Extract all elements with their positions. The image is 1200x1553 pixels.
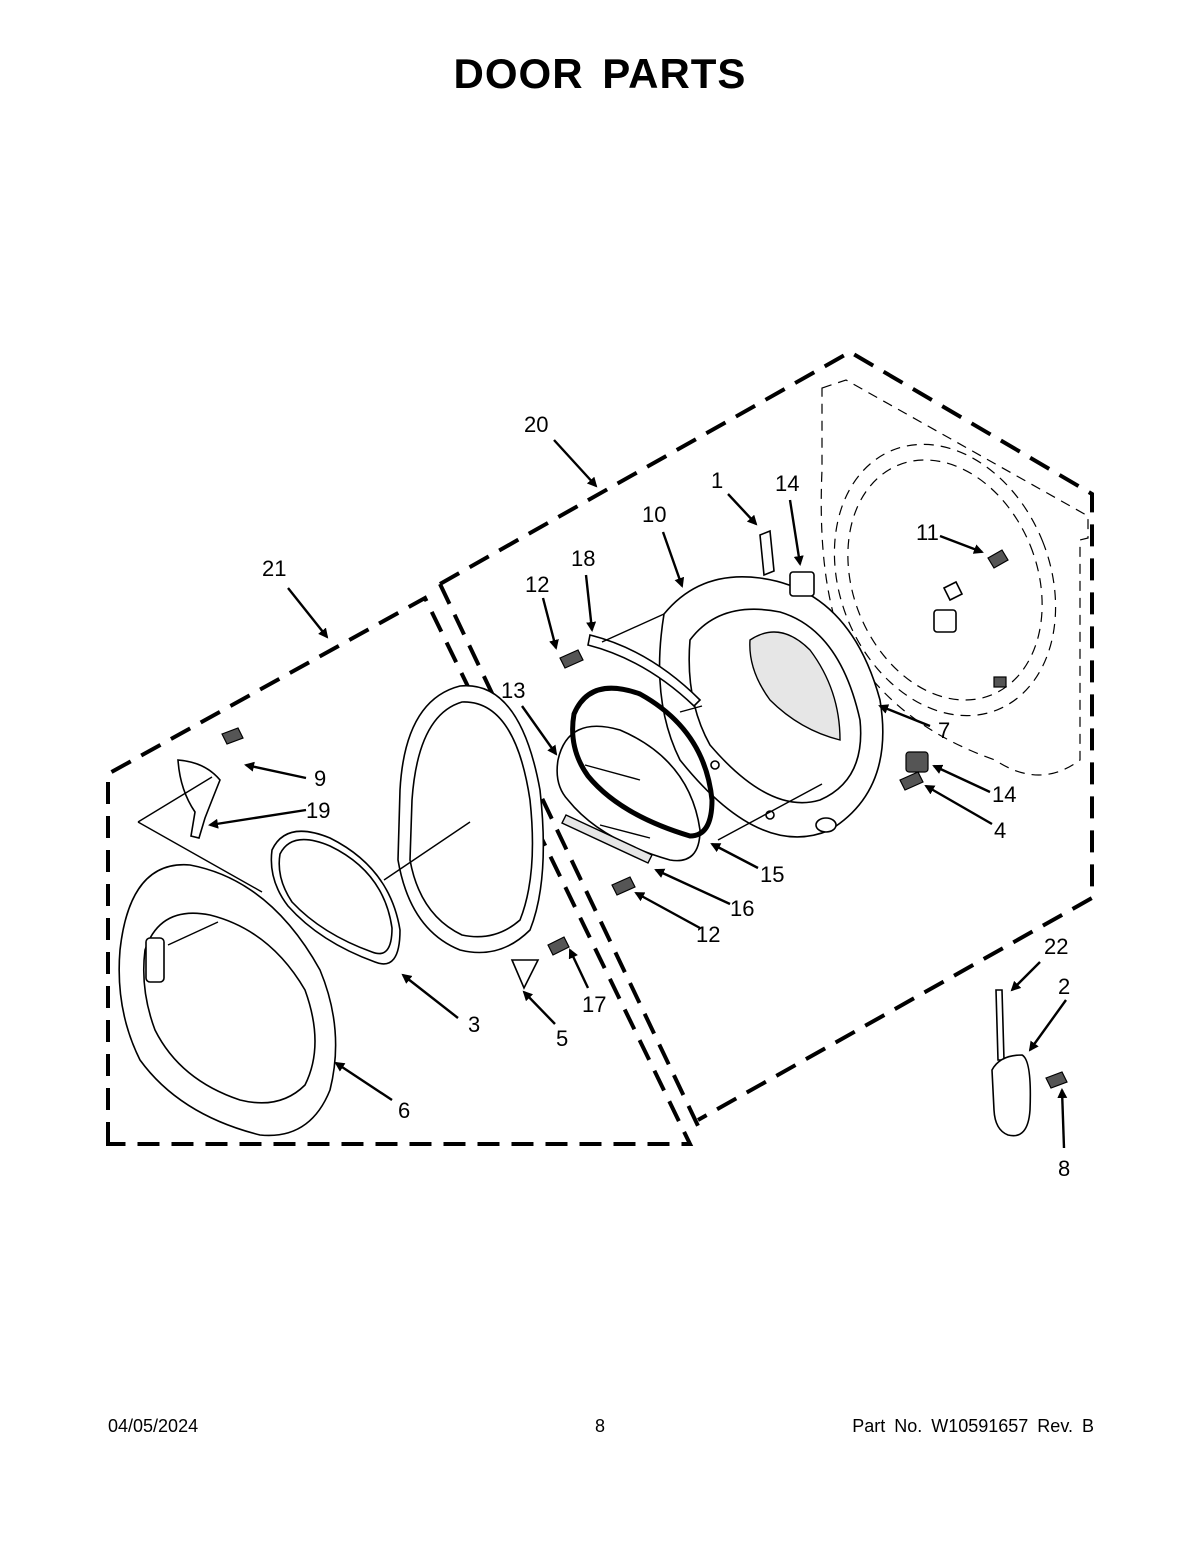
callout-19: 19 bbox=[306, 798, 330, 823]
door-glass-and-gasket bbox=[556, 685, 715, 862]
callout-12-top: 12 bbox=[525, 572, 549, 597]
hinge-strap-part bbox=[587, 634, 702, 708]
callout-21: 21 bbox=[262, 556, 286, 581]
callout-9: 9 bbox=[314, 766, 326, 791]
callout-2: 2 bbox=[1058, 974, 1070, 999]
callout-7: 7 bbox=[938, 718, 950, 743]
screw-parts-12 bbox=[559, 649, 636, 896]
callout-22: 22 bbox=[1044, 934, 1068, 959]
door-window-part bbox=[270, 830, 401, 965]
callout-14-bottom: 14 bbox=[992, 782, 1016, 807]
door-inner-liner bbox=[658, 576, 884, 838]
callout-4: 4 bbox=[994, 818, 1006, 843]
callout-16: 16 bbox=[730, 896, 754, 921]
callout-10: 10 bbox=[642, 502, 666, 527]
callout-13: 13 bbox=[501, 678, 525, 703]
screw-part-11 bbox=[987, 549, 1009, 569]
callout-8: 8 bbox=[1058, 1156, 1070, 1181]
footer-page-number: 8 bbox=[594, 1416, 605, 1436]
footer-part-number: Part No. W10591657 Rev. B bbox=[852, 1416, 1094, 1436]
callout-12-bottom: 12 bbox=[696, 922, 720, 947]
outer-door-ring bbox=[118, 864, 337, 1137]
assembly-20-boundary bbox=[438, 349, 1094, 1131]
callout-1: 1 bbox=[711, 468, 723, 493]
callout-14-top: 14 bbox=[775, 471, 799, 496]
callout-labels: 20 21 1 14 10 11 18 12 13 7 9 19 14 4 15… bbox=[262, 412, 1070, 1181]
door-inner-frame bbox=[397, 684, 570, 990]
callout-6: 6 bbox=[398, 1098, 410, 1123]
callout-11: 11 bbox=[916, 520, 939, 545]
assembly-21-boundary bbox=[106, 595, 694, 1146]
latch-pin-part bbox=[759, 529, 775, 577]
hinge-bracket-parts bbox=[789, 571, 929, 773]
inner-door-back-panel bbox=[820, 379, 1089, 776]
callout-3: 3 bbox=[468, 1012, 480, 1037]
callout-18: 18 bbox=[571, 546, 595, 571]
callout-15: 15 bbox=[760, 862, 784, 887]
screw-part-4 bbox=[899, 771, 924, 791]
footer-date: 04/05/2024 bbox=[108, 1416, 199, 1436]
callout-17: 17 bbox=[582, 992, 606, 1017]
page-title: DOOR PARTS bbox=[453, 50, 747, 97]
door-handle-part bbox=[177, 727, 244, 839]
callout-20: 20 bbox=[524, 412, 548, 437]
callout-5: 5 bbox=[556, 1026, 568, 1051]
trim-strip-part bbox=[561, 814, 653, 864]
hinge-assembly-part bbox=[991, 989, 1068, 1137]
leader-lines bbox=[137, 439, 1068, 1149]
